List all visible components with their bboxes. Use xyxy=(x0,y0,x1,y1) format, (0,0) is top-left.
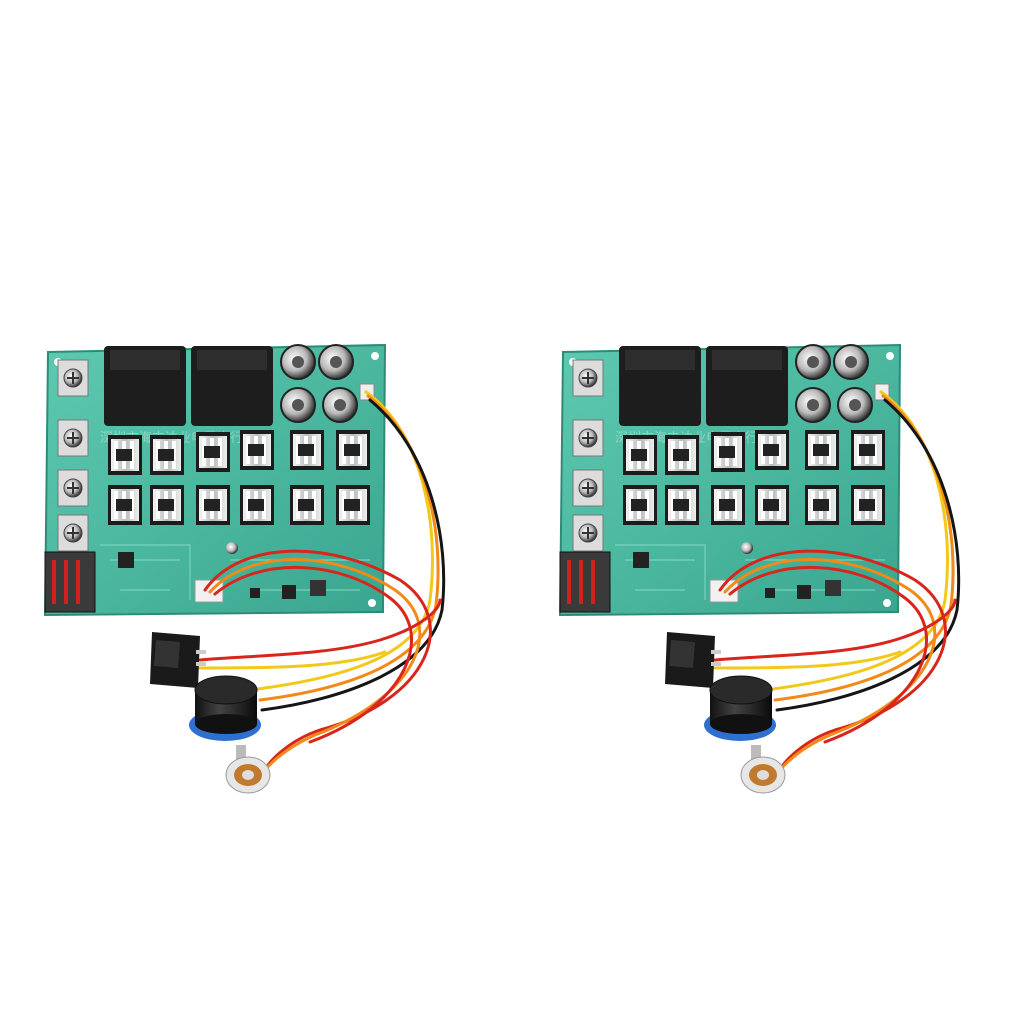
product-photo: 深圳市海丰达业电子商行 xyxy=(43,343,961,795)
